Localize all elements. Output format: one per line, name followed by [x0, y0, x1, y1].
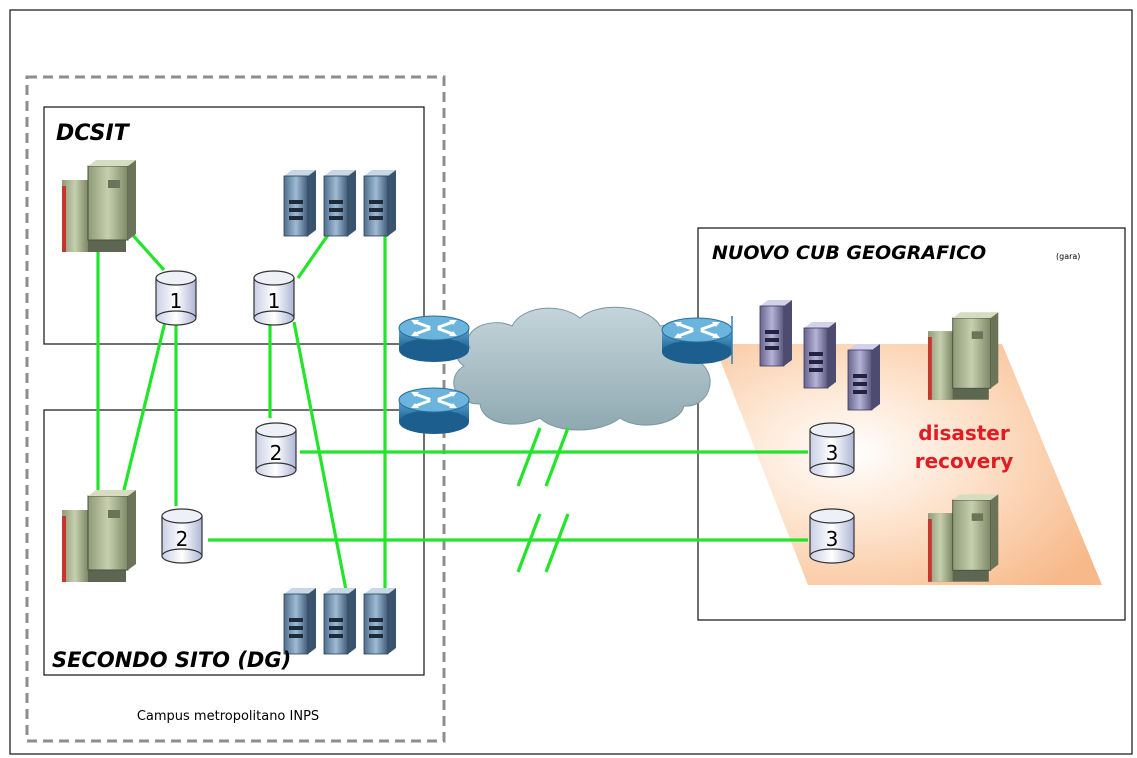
disk-icon: 3: [809, 422, 855, 478]
dcsit-box: [43, 106, 425, 345]
server-icon: [283, 587, 317, 655]
disk-label: 1: [170, 289, 183, 313]
break-mark: [516, 513, 542, 573]
disaster-recovery-label: disaster: [918, 421, 1010, 445]
server-cluster-dcsit: [283, 169, 397, 237]
disaster-recovery-label-2: recovery: [915, 449, 1014, 473]
disaster-recovery-zone: [714, 344, 1102, 585]
mainframe-icon: [61, 159, 137, 253]
server-icon: [323, 169, 357, 237]
server-icon: [363, 169, 397, 237]
nuovo-cub-suffix: (gara): [1056, 252, 1080, 261]
disk-icon: 1: [253, 270, 295, 326]
break-mark: [516, 427, 542, 487]
router-icon: [660, 316, 734, 366]
outer-frame: [9, 9, 1133, 755]
server-icon: [283, 169, 317, 237]
disk-label: 1: [268, 289, 281, 313]
break-mark: [544, 513, 570, 573]
wan-cloud-icon: [453, 306, 711, 431]
nuovo-cub-box: [697, 227, 1126, 621]
link-servers-top-to-disk1b: [296, 231, 332, 279]
server-icon: [759, 299, 793, 367]
mainframe-icon: [61, 489, 137, 583]
disk-label: 2: [270, 441, 283, 465]
disk-icon: 1: [155, 270, 197, 326]
secondo-sito-title: SECONDO SITO (DG): [52, 648, 291, 672]
disk-label: 2: [176, 527, 189, 551]
server-icon: [363, 587, 397, 655]
server-icon: [803, 321, 837, 389]
router-icon: [397, 386, 471, 436]
server-cluster-secondo: [283, 587, 397, 655]
link-mf-top-to-disk1a: [128, 230, 166, 272]
secondo-sito-box: [43, 409, 425, 676]
server-icon: [323, 587, 357, 655]
server-icon: [847, 343, 881, 411]
mainframe-icon: [927, 311, 999, 401]
link-disk1b-to-servers-bottom: [292, 321, 348, 591]
break-mark: [544, 427, 570, 487]
disk-label: 3: [826, 441, 839, 465]
disk-icon: 3: [809, 508, 855, 564]
dcsit-title: DCSIT: [56, 121, 131, 146]
network-links: [96, 230, 808, 591]
disk-icon: 2: [161, 508, 203, 564]
disk-icon: 2: [255, 422, 297, 478]
disk-label: 3: [826, 527, 839, 551]
nuovo-cub-title: NUOVO CUB GEOGRAFICO: [712, 242, 986, 264]
link-disk1a-to-mf-bottom: [120, 317, 168, 499]
campus-boundary: [25, 75, 446, 743]
router-icon: [397, 314, 471, 364]
campus-label: Campus metropolitano INPS: [137, 709, 319, 724]
